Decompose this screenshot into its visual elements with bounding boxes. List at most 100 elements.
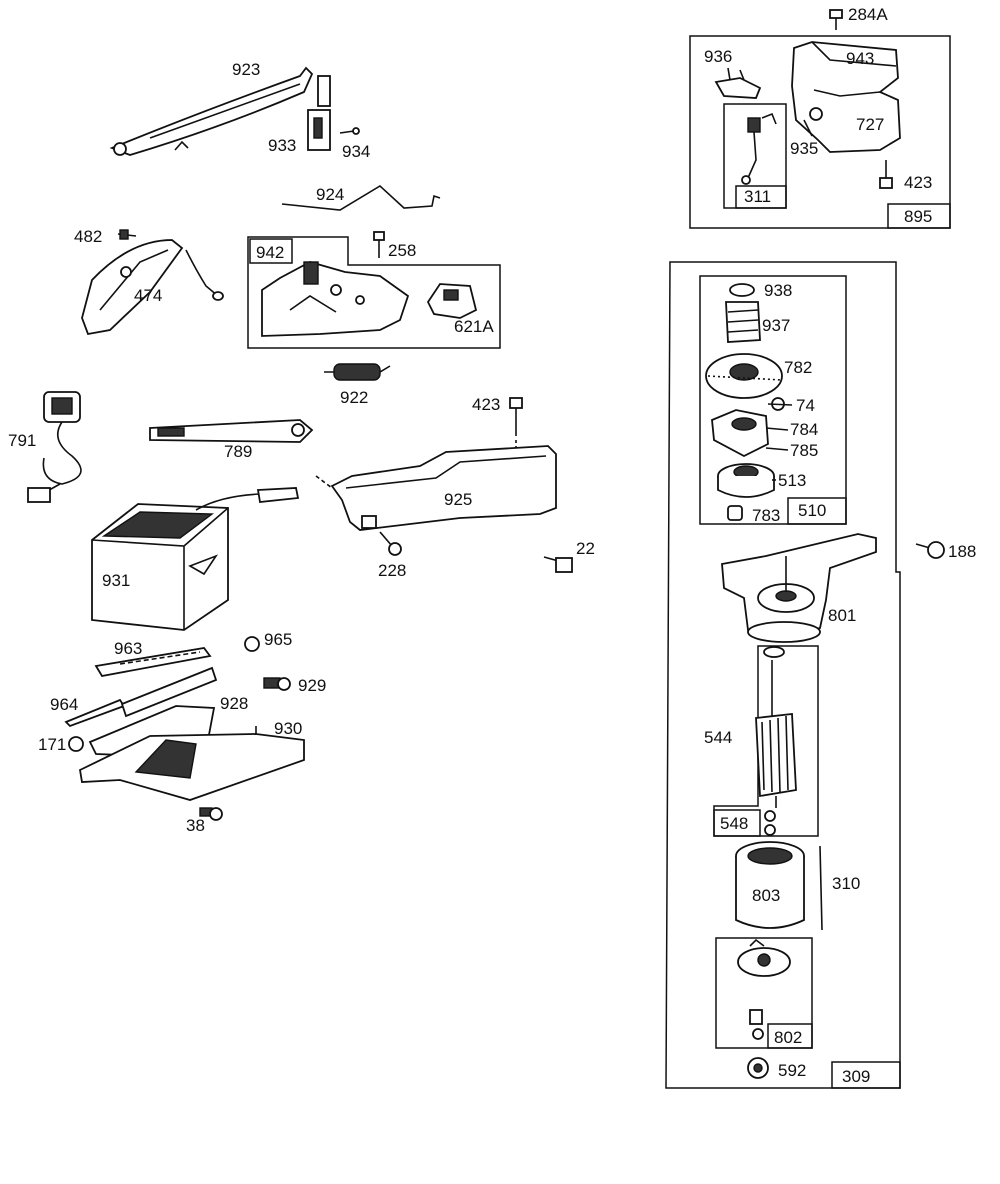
part-188-bolt	[915, 541, 945, 559]
box-510	[699, 275, 847, 525]
label-937: 937	[762, 316, 790, 335]
leader-lines	[739, 69, 793, 481]
label-513: 513	[778, 471, 806, 490]
label-802: 802	[774, 1028, 802, 1047]
part-931-box	[91, 487, 300, 631]
label-925: 925	[444, 490, 472, 509]
label-924: 924	[316, 185, 344, 204]
label-311: 311	[744, 187, 771, 206]
part-310-rod	[819, 845, 823, 931]
part-171-nut	[68, 736, 84, 752]
part-482-screw	[117, 229, 137, 240]
label-785: 785	[790, 441, 818, 460]
label-188: 188	[948, 542, 976, 561]
box-311	[723, 103, 787, 209]
label-934: 934	[342, 142, 370, 161]
part-782-spring-disc	[705, 353, 783, 399]
part-284A-screw	[829, 9, 843, 30]
part-621A-switch	[426, 283, 478, 319]
label-171: 171	[38, 735, 66, 754]
part-311-lead	[741, 112, 777, 185]
label-310: 310	[832, 874, 860, 893]
part-802-end-cap	[737, 938, 791, 1040]
part-924-link-wire	[281, 185, 441, 211]
part-801-housing	[721, 533, 877, 643]
box-802	[715, 937, 813, 1049]
label-783: 783	[752, 506, 780, 525]
leader-935	[803, 119, 813, 137]
label-309: 309	[842, 1067, 870, 1086]
part-791-wire-harness	[27, 391, 82, 503]
label-474: 474	[134, 286, 162, 305]
part-934-screw	[339, 127, 360, 135]
label-621A: 621A	[454, 317, 494, 336]
part-803-frame	[735, 841, 805, 929]
label-727: 727	[856, 115, 884, 134]
part-963-strip	[94, 647, 212, 677]
label-963: 963	[114, 639, 142, 658]
part-228-screw	[379, 531, 402, 556]
label-964: 964	[50, 695, 78, 714]
part-783-nut	[727, 505, 743, 521]
label-931: 931	[102, 571, 130, 590]
label-544: 544	[704, 728, 732, 747]
label-22: 22	[576, 539, 595, 558]
part-423-bolt-right	[879, 160, 893, 189]
label-510: 510	[798, 501, 826, 520]
label-592: 592	[778, 1061, 806, 1080]
label-930: 930	[274, 719, 302, 738]
label-791: 791	[8, 431, 36, 450]
part-943-727-housing	[791, 41, 901, 153]
label-933: 933	[268, 136, 296, 155]
part-22-bolt	[543, 556, 573, 573]
part-474-bracket	[81, 239, 224, 336]
label-423-right: 423	[904, 173, 932, 192]
label-923: 923	[232, 60, 260, 79]
label-928: 928	[220, 694, 248, 713]
box-548	[713, 645, 819, 837]
label-784: 784	[790, 420, 818, 439]
label-423-left: 423	[472, 395, 500, 414]
part-governor-plate	[261, 261, 410, 337]
label-38: 38	[186, 816, 205, 835]
label-548: 548	[720, 814, 748, 833]
label-938: 938	[764, 281, 792, 300]
part-930-bracket	[79, 726, 305, 801]
label-74: 74	[796, 396, 815, 415]
label-228: 228	[378, 561, 406, 580]
part-38-screw	[199, 807, 223, 821]
part-258-screw	[373, 231, 385, 258]
part-922-spring	[324, 363, 391, 381]
label-803: 803	[752, 886, 780, 905]
part-784-785-clutch	[711, 409, 769, 458]
label-922: 922	[340, 388, 368, 407]
part-513-gear	[717, 463, 775, 498]
part-936-contact	[714, 67, 762, 99]
box-895	[689, 35, 951, 229]
label-258: 258	[388, 241, 416, 260]
label-284A: 284A	[848, 5, 888, 24]
label-895: 895	[904, 207, 932, 226]
part-933-bracket	[307, 75, 331, 151]
part-544-armature	[755, 646, 797, 836]
part-929-screw	[263, 677, 291, 691]
part-965-nut	[244, 636, 260, 652]
label-782: 782	[784, 358, 812, 377]
label-936: 936	[704, 47, 732, 66]
label-943: 943	[846, 49, 874, 68]
part-925-cover	[315, 445, 557, 531]
part-923-throttle-lever	[109, 66, 314, 156]
part-592-nut	[747, 1057, 769, 1079]
label-942: 942	[256, 243, 284, 262]
part-789-strap	[149, 419, 314, 443]
label-482: 482	[74, 227, 102, 246]
part-423-bolt-left	[509, 397, 523, 452]
label-801: 801	[828, 606, 856, 625]
part-938-937-gear	[725, 283, 761, 343]
label-789: 789	[224, 442, 252, 461]
box-309	[665, 261, 901, 1089]
box-942	[247, 236, 501, 349]
label-965: 965	[264, 630, 292, 649]
label-929: 929	[298, 676, 326, 695]
